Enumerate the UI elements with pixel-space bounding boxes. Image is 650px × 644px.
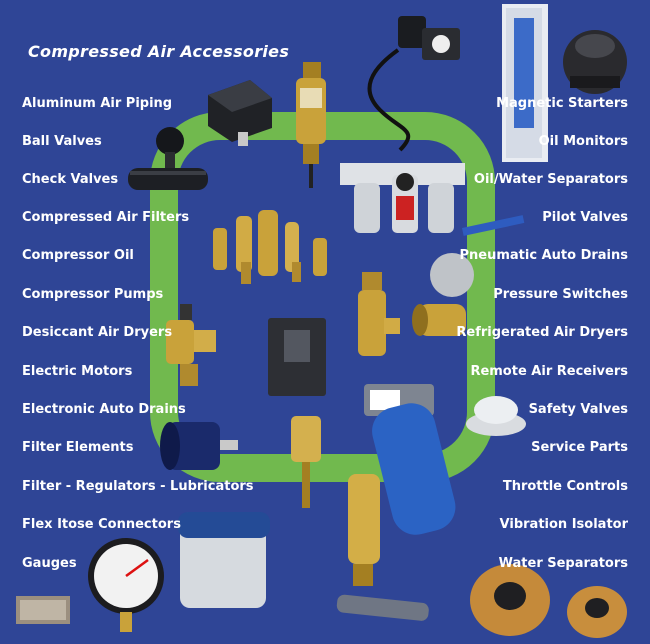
vibration-mount-icon [563,30,627,94]
left-item-desiccant-air-dryers: Desiccant Air Dryers [22,325,173,340]
piping-sample-icon [16,596,70,624]
left-item-aluminum-air-piping: Aluminum Air Piping [22,96,173,111]
gauge-icon [88,538,164,632]
isolator-icon [466,396,526,436]
brass-check-valve-icon [291,416,380,586]
left-item-ball-valves: Ball Valves [22,134,102,149]
left-item-compressed-air-filters: Compressed Air Filters [22,210,190,225]
ball-valve-icon [412,215,525,336]
left-item-filter-regulators-lubricators: Filter - Regulators - Lubricators [22,479,254,494]
water-separator-icon [178,512,270,608]
right-item-pilot-valves: Pilot Valves [542,210,628,225]
right-item-vibration-isolator: Vibration Isolator [499,517,628,532]
left-item-filter-elements: Filter Elements [22,440,134,455]
frl-unit-icon [340,163,465,233]
right-item-remote-air-receivers: Remote Air Receivers [470,364,628,379]
right-item-water-separators: Water Separators [498,556,628,571]
right-item-safety-valves: Safety Valves [528,402,628,417]
right-item-oil-water-separators: Oil/Water Separators [473,172,628,187]
filter-element-icon [470,564,627,638]
timer-drain-icon [367,16,460,152]
brass-valves-icon [213,210,327,284]
left-item-flex-itose-connectors: Flex Itose Connectors [22,517,181,532]
filter-housing-icon [364,384,456,535]
left-item-compressor-oil: Compressor Oil [22,248,134,263]
control-box-icon [268,318,326,396]
refrigerated-dryer-icon [502,4,548,162]
left-item-check-valves: Check Valves [22,172,119,187]
pilot-valve-icon [166,304,216,386]
right-item-pneumatic-auto-drains: Pneumatic Auto Drains [459,248,629,263]
pressure-switch-icon [208,80,272,146]
right-item-refrigerated-air-dryers: Refrigerated Air Dryers [456,325,628,340]
right-item-oil-monitors: Oil Monitors [538,134,628,149]
poster-title: Compressed Air Accessories [28,42,290,61]
left-item-electric-motors: Electric Motors [22,364,133,379]
check-valve-icon [128,127,208,190]
right-item-pressure-switches: Pressure Switches [493,287,628,302]
left-item-gauges: Gauges [22,556,77,571]
right-item-magnetic-starters: Magnetic Starters [496,96,628,111]
flex-hose-icon [336,594,429,621]
right-item-throttle-controls: Throttle Controls [502,479,628,494]
safety-valve-icon [296,62,326,188]
left-item-electronic-auto-drains: Electronic Auto Drains [22,402,186,417]
motor-icon [160,422,238,470]
left-item-compressor-pumps: Compressor Pumps [22,287,164,302]
throttle-valve-icon [358,272,400,356]
right-item-service-parts: Service Parts [531,440,628,455]
